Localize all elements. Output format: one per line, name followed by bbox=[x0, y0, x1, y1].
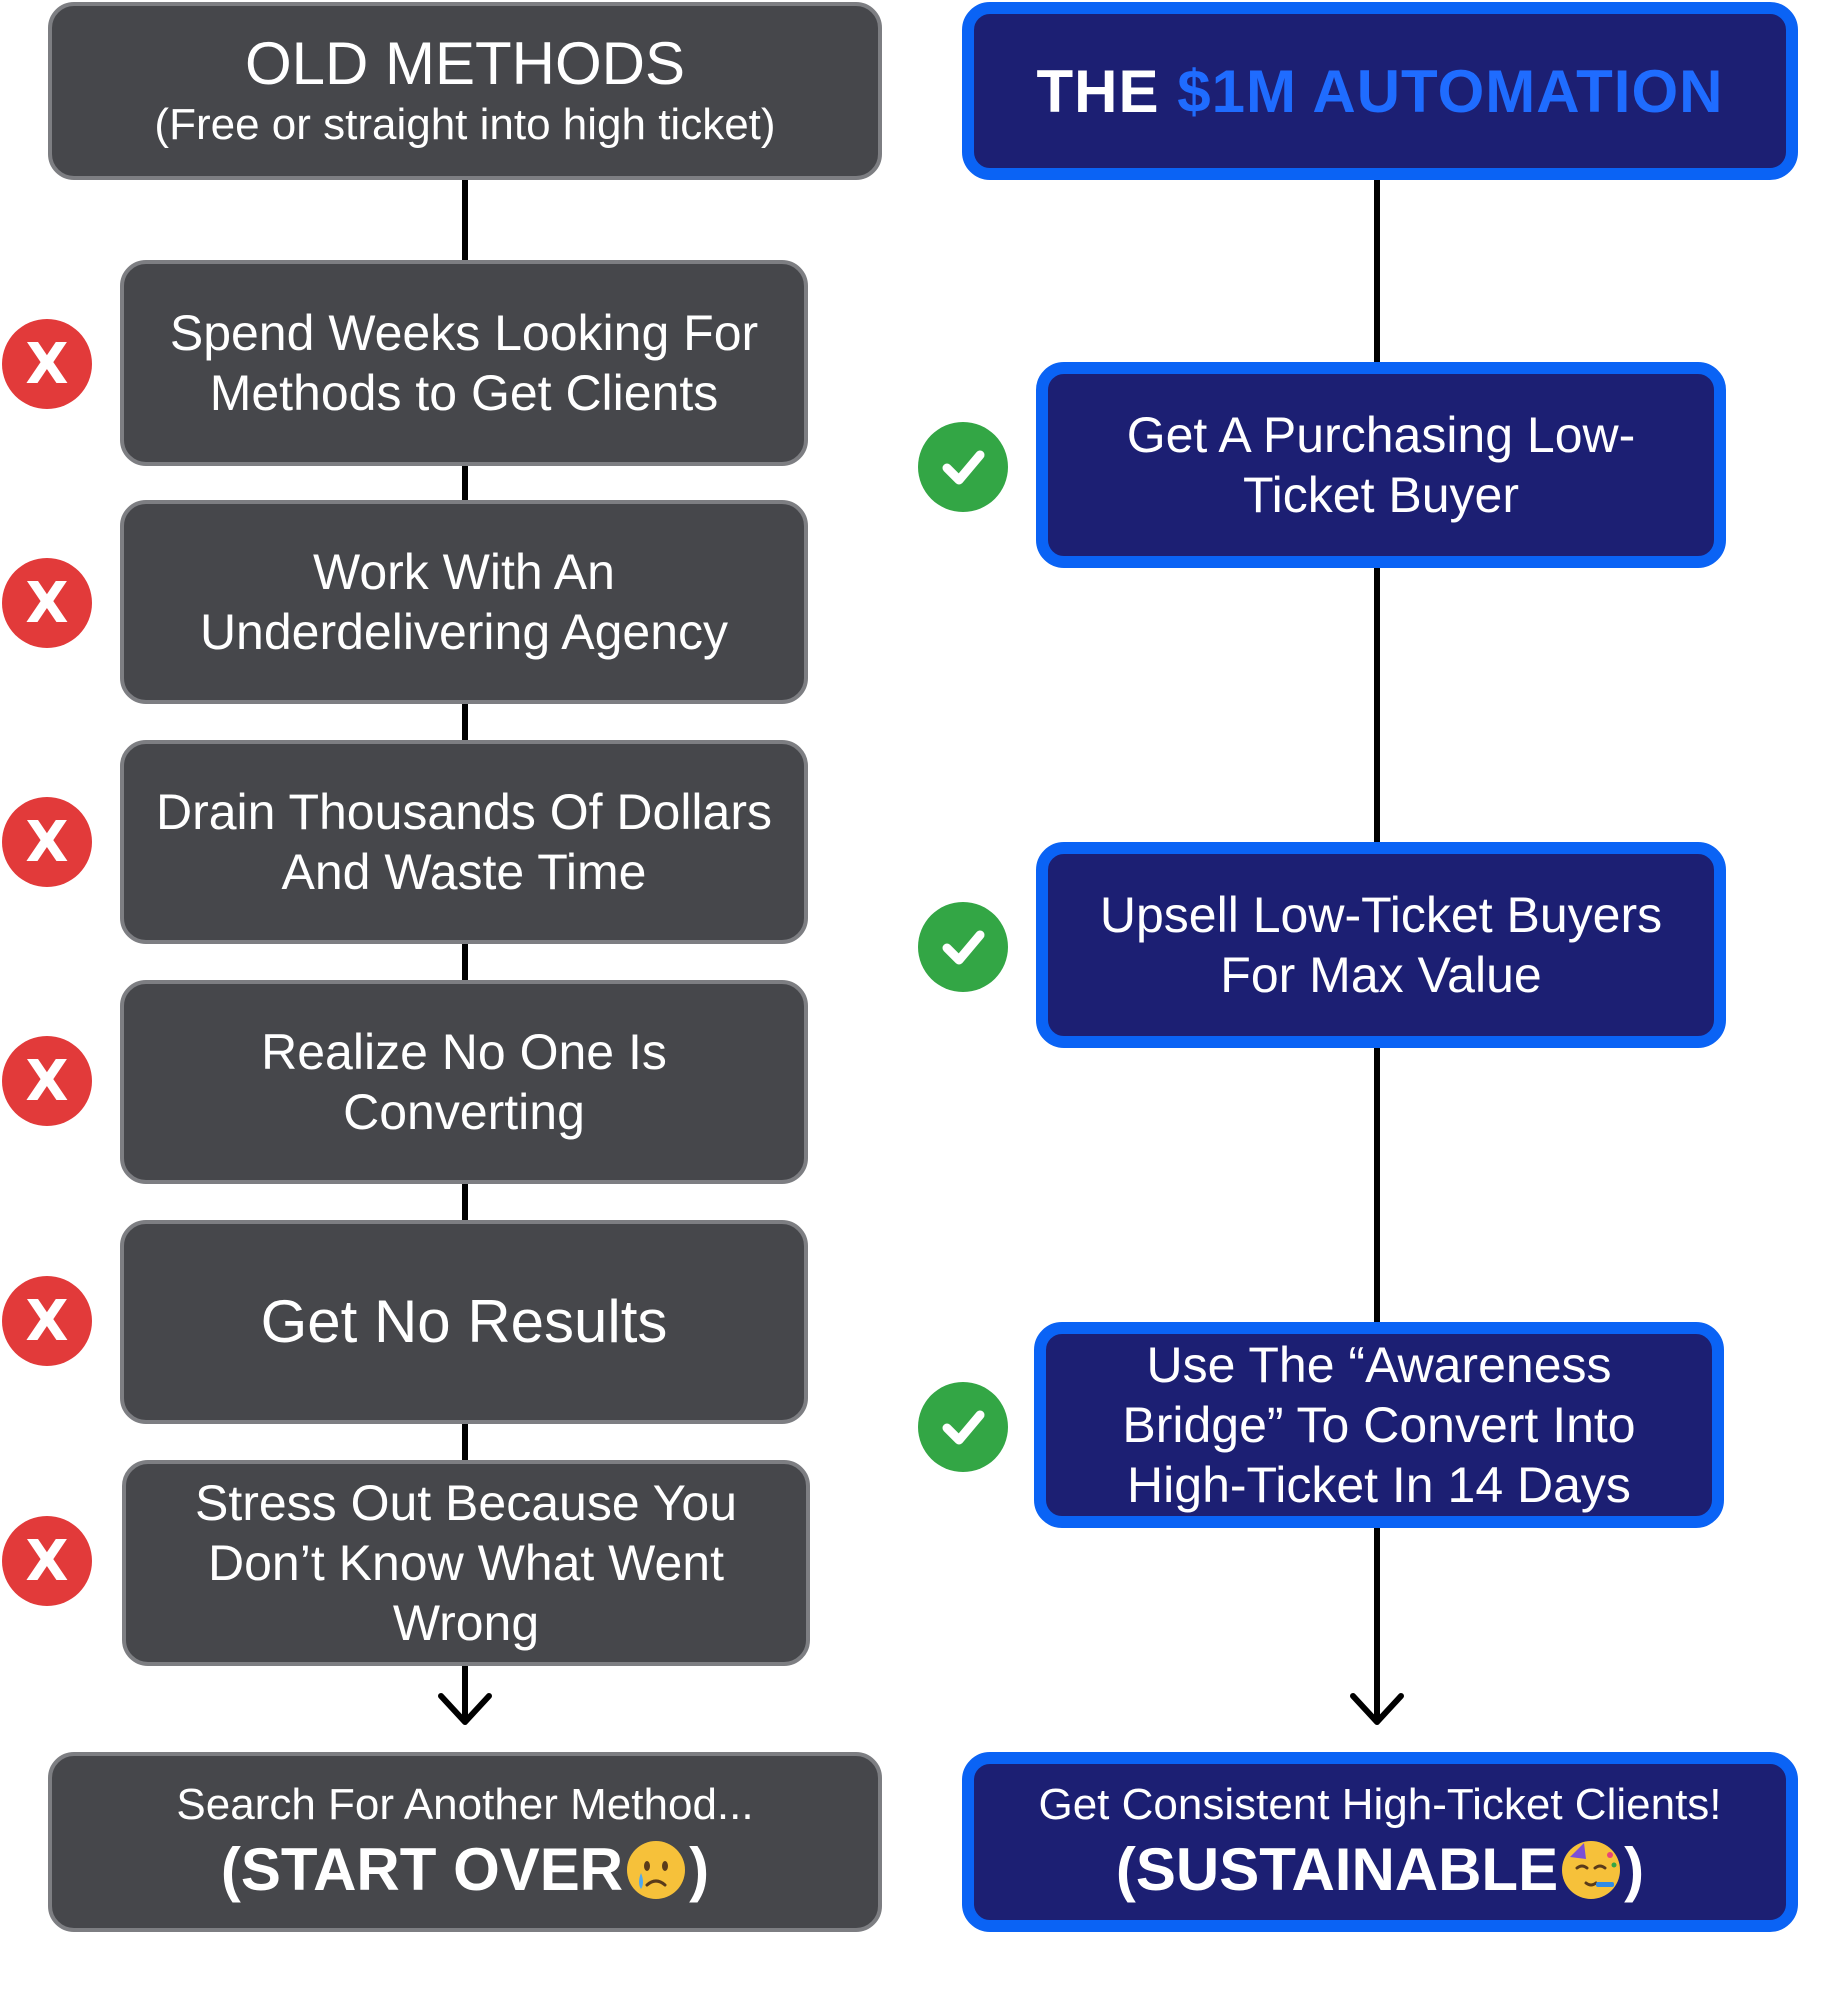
new-arrow-down-icon bbox=[1350, 1693, 1404, 1725]
x-icon: X bbox=[2, 319, 92, 409]
old-step-3-text: Drain Thousands Of Dollars And Waste Tim… bbox=[155, 784, 772, 900]
x-icon: X bbox=[2, 1036, 92, 1126]
new-method-header: THE $1M AUTOMATION bbox=[962, 2, 1798, 180]
party-face-emoji bbox=[1562, 1841, 1621, 1899]
old-step-2-text: Work With An Underdelivering Agency bbox=[199, 544, 729, 660]
new-step-1: Get A Purchasing Low-Ticket Buyer bbox=[1036, 362, 1726, 568]
old-step-1: Spend Weeks Looking For Methods to Get C… bbox=[120, 260, 808, 466]
old-result-line2: (START OVER ) bbox=[220, 1836, 710, 1903]
old-step-4-text: Realize No One Is Converting bbox=[261, 1024, 667, 1140]
check-icon bbox=[918, 1382, 1008, 1472]
new-result-line1: Get Consistent High-Ticket Clients! bbox=[1038, 1780, 1722, 1829]
old-connector-line bbox=[462, 180, 468, 1720]
new-method-title: THE $1M AUTOMATION bbox=[1036, 57, 1724, 125]
new-step-3: Use The “Awareness Bridge” To Convert In… bbox=[1034, 1322, 1724, 1528]
x-icon: X bbox=[2, 558, 92, 648]
old-step-6: Stress Out Because You Don’t Know What W… bbox=[122, 1460, 810, 1666]
x-icon: X bbox=[2, 1516, 92, 1606]
new-step-3-text: Use The “Awareness Bridge” To Convert In… bbox=[1122, 1337, 1636, 1513]
old-arrow-down-icon bbox=[438, 1693, 492, 1725]
new-step-2: Upsell Low-Ticket Buyers For Max Value bbox=[1036, 842, 1726, 1048]
old-step-1-text: Spend Weeks Looking For Methods to Get C… bbox=[169, 305, 759, 421]
old-methods-header: OLD METHODS (Free or straight into high … bbox=[48, 2, 882, 180]
old-result-line1: Search For Another Method... bbox=[176, 1780, 754, 1829]
check-icon bbox=[918, 422, 1008, 512]
old-step-6-text: Stress Out Because You Don’t Know What W… bbox=[194, 1475, 738, 1651]
old-methods-subtitle: (Free or straight into high ticket) bbox=[154, 100, 776, 149]
old-step-5-text: Get No Results bbox=[260, 1288, 668, 1355]
x-icon: X bbox=[2, 1276, 92, 1366]
old-step-2: Work With An Underdelivering Agency bbox=[120, 500, 808, 704]
old-step-3: Drain Thousands Of Dollars And Waste Tim… bbox=[120, 740, 808, 944]
new-step-1-text: Get A Purchasing Low-Ticket Buyer bbox=[1126, 407, 1636, 523]
crying-face-emoji bbox=[627, 1841, 686, 1899]
old-step-5: Get No Results bbox=[120, 1220, 808, 1424]
new-result-box: Get Consistent High-Ticket Clients! (SUS… bbox=[962, 1752, 1798, 1932]
old-result-box: Search For Another Method... (START OVER… bbox=[48, 1752, 882, 1932]
check-icon bbox=[918, 902, 1008, 992]
x-icon: X bbox=[2, 797, 92, 887]
old-methods-title: OLD METHODS bbox=[244, 30, 686, 97]
new-result-line2: (SUSTAINABLE ) bbox=[1115, 1836, 1645, 1903]
old-step-4: Realize No One Is Converting bbox=[120, 980, 808, 1184]
new-step-2-text: Upsell Low-Ticket Buyers For Max Value bbox=[1099, 887, 1663, 1003]
